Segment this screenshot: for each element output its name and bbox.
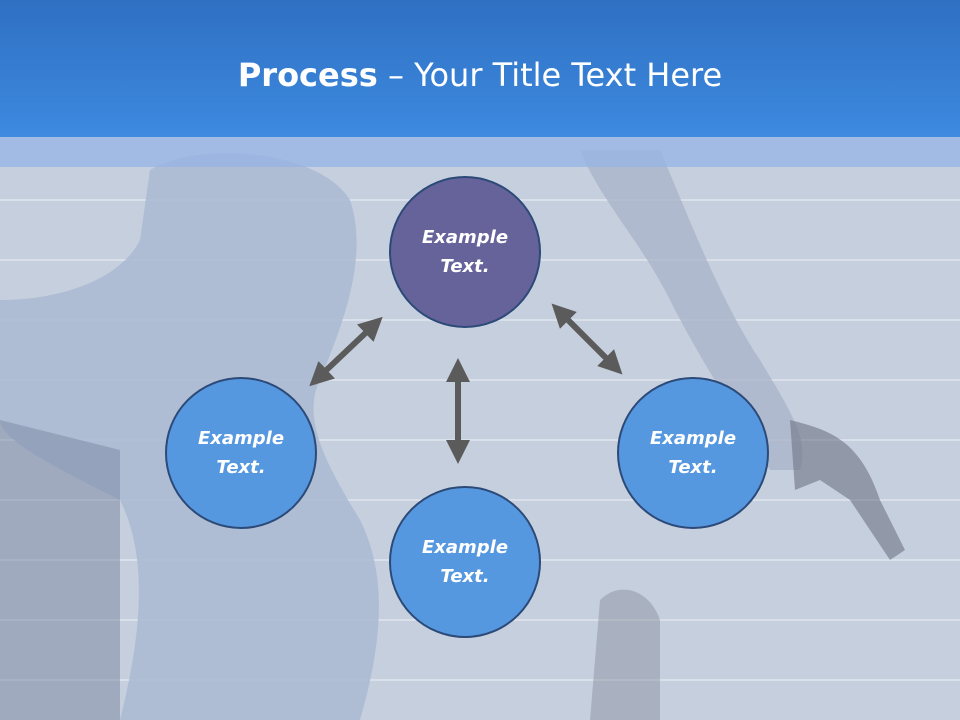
node-right-line2: Text. (668, 457, 718, 478)
arrow-top-left (309, 316, 383, 387)
node-bottom-line2: Text. (440, 566, 490, 587)
title-band (0, 137, 960, 167)
title-rest: – Your Title Text Here (377, 56, 723, 94)
node-bottom-line1: Example (421, 537, 509, 558)
node-right-line1: Example (649, 428, 737, 449)
node-left-line2: Text. (216, 457, 266, 478)
title-bold: Process (237, 56, 378, 94)
title-bar (0, 0, 960, 137)
slide-title: Process – Your Title Text Here (0, 52, 960, 98)
arrow-top-right (551, 303, 623, 375)
node-top-line2: Text. (440, 256, 490, 277)
node-top-line1: Example (421, 227, 509, 248)
node-left-line1: Example (197, 428, 285, 449)
